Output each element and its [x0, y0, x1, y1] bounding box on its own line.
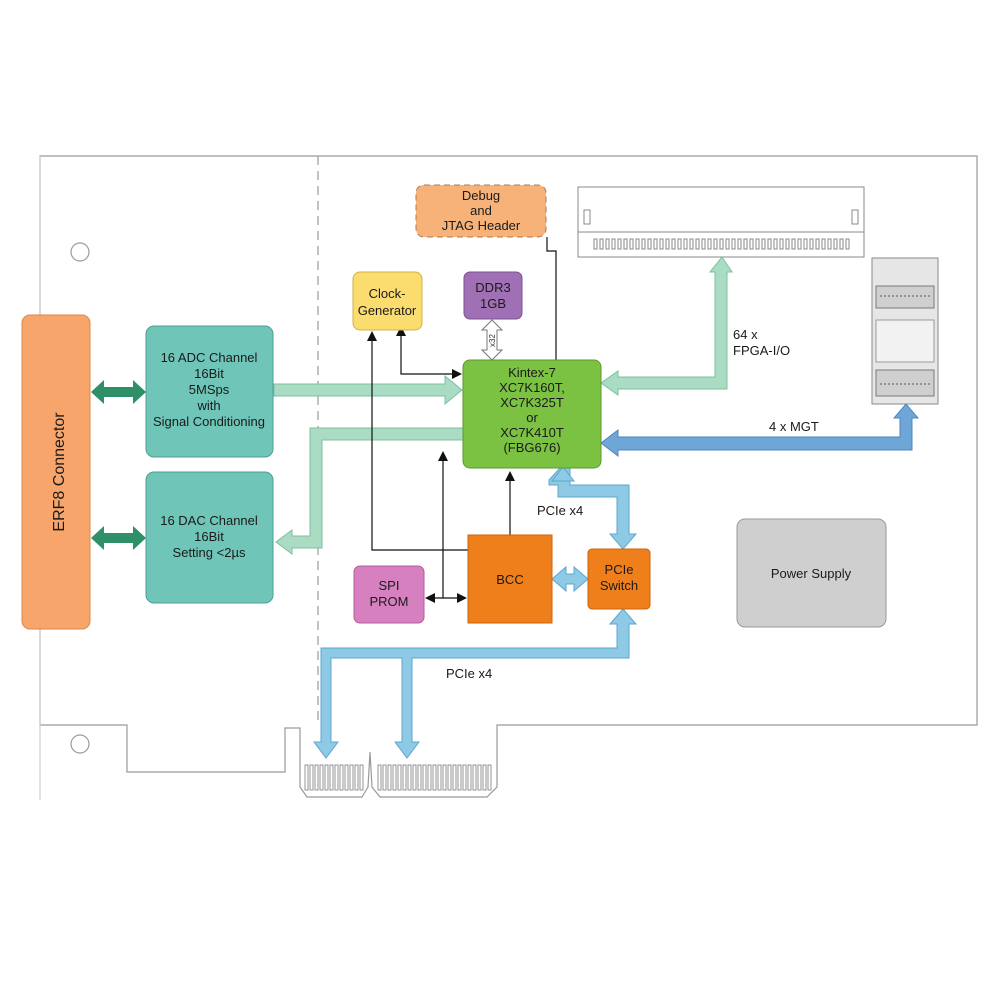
svg-text:XC7K325T: XC7K325T	[500, 395, 564, 410]
ddr3-bus-width-label: x32	[488, 334, 497, 347]
svg-text:or: or	[526, 410, 538, 425]
fpga-line-6: (FBG676)	[503, 440, 560, 455]
erf8-connector-label: ERF8 Connector	[51, 412, 68, 532]
svg-text:JTAG Header: JTAG Header	[442, 218, 521, 233]
debug-line-1: Debug	[462, 188, 500, 203]
clock-generator: Clock- Generator	[352, 271, 423, 331]
pcie-edge-bus	[313, 608, 638, 759]
svg-text:XC7K410T: XC7K410T	[500, 425, 564, 440]
svg-text:SPI: SPI	[379, 578, 400, 593]
svg-text:16Bit: 16Bit	[194, 366, 224, 381]
adc-to-fpga-bus	[273, 374, 463, 406]
ddr3-line-2: 1GB	[480, 296, 506, 311]
ddr3-fpga-link: x32	[480, 319, 504, 361]
svg-text:and: and	[470, 203, 492, 218]
svg-text:16Bit: 16Bit	[194, 529, 224, 544]
svg-text:with: with	[196, 398, 220, 413]
spi-line-1: SPI	[379, 578, 400, 593]
svg-text:16 DAC Channel: 16 DAC Channel	[160, 513, 258, 528]
fpga-line-5: XC7K410T	[500, 425, 564, 440]
pcie-switch-block: PCIe Switch	[587, 548, 651, 610]
svg-text:PCIe: PCIe	[605, 562, 634, 577]
erf8-connector: ERF8 Connector	[21, 314, 91, 630]
fpga-line-1: Kintex-7	[508, 365, 556, 380]
svg-text:16 ADC Channel: 16 ADC Channel	[161, 350, 258, 365]
svg-text:Kintex-7: Kintex-7	[508, 365, 556, 380]
mgt-label: 4 x MGT	[769, 419, 819, 434]
bcc-label: BCC	[496, 572, 523, 587]
fpga-block: Kintex-7 XC7K160T, XC7K325T or XC7K410T …	[462, 359, 602, 469]
svg-text:DDR3: DDR3	[475, 280, 510, 295]
svg-text:5MSps: 5MSps	[189, 382, 230, 397]
svg-text:Switch: Switch	[600, 578, 638, 593]
power-supply-label: Power Supply	[771, 566, 852, 581]
dac-line-1: 16 DAC Channel	[160, 513, 258, 528]
dac-line-3: Setting <2µs	[173, 545, 246, 560]
clock-line-2: Generator	[358, 303, 417, 318]
adc-line-2: 16Bit	[194, 366, 224, 381]
adc-line-4: with	[196, 398, 220, 413]
arrowheads	[367, 326, 515, 603]
spi-prom-block: SPI PROM	[353, 565, 425, 624]
svg-text:PROM: PROM	[370, 594, 409, 609]
debug-line-2: and	[470, 203, 492, 218]
svg-text:1GB: 1GB	[480, 296, 506, 311]
spi-line-2: PROM	[370, 594, 409, 609]
pcie-lower-label: PCIe x4	[446, 666, 492, 681]
fpga-to-dac-bus	[275, 427, 464, 555]
adc-line-1: 16 ADC Channel	[161, 350, 258, 365]
pcie-switch-line-2: Switch	[600, 578, 638, 593]
dac-line-2: 16Bit	[194, 529, 224, 544]
svg-text:Generator: Generator	[358, 303, 417, 318]
pcie-switch-line-1: PCIe	[605, 562, 634, 577]
ddr3-memory: DDR3 1GB	[463, 271, 523, 320]
fpga-line-4: or	[526, 410, 538, 425]
adc-line-5: Signal Conditioning	[153, 414, 265, 429]
fpga-io-bus	[600, 256, 733, 396]
svg-text:Clock-: Clock-	[369, 286, 406, 301]
ddr3-line-1: DDR3	[475, 280, 510, 295]
svg-text:FPGA-I/O: FPGA-I/O	[733, 343, 790, 358]
fpga-io-label-2: FPGA-I/O	[733, 343, 790, 358]
svg-text:(FBG676): (FBG676)	[503, 440, 560, 455]
power-supply-block: Power Supply	[736, 518, 887, 628]
adc-block: 16 ADC Channel 16Bit 5MSps with Signal C…	[145, 325, 274, 458]
fpga-io-label-1: 64 x	[733, 327, 758, 342]
svg-text:Setting <2µs: Setting <2µs	[173, 545, 246, 560]
erf8-dac-arrow	[91, 526, 146, 550]
fpga-pcie-switch-bus	[548, 466, 638, 550]
svg-text:Signal Conditioning: Signal Conditioning	[153, 414, 265, 429]
control-signal-lines	[371, 237, 557, 599]
pcie-edge-fingers	[304, 764, 492, 791]
debug-line-3: JTAG Header	[442, 218, 521, 233]
debug-jtag-header: Debug and JTAG Header	[415, 184, 547, 238]
fpga-line-3: XC7K325T	[500, 395, 564, 410]
svg-text:XC7K160T,: XC7K160T,	[499, 380, 565, 395]
mgt-cage-connector	[871, 257, 939, 405]
pcie-upper-label: PCIe x4	[537, 503, 583, 518]
fpga-io-header-connector	[577, 186, 865, 258]
bcc-block: BCC	[467, 534, 553, 624]
erf8-adc-arrow	[91, 380, 146, 404]
clock-line-1: Clock-	[369, 286, 406, 301]
adc-line-3: 5MSps	[189, 382, 230, 397]
fpga-line-2: XC7K160T,	[499, 380, 565, 395]
mgt-bus	[600, 403, 920, 458]
svg-text:64 x: 64 x	[733, 327, 758, 342]
bcc-pcie-switch-link	[551, 565, 589, 593]
svg-text:Debug: Debug	[462, 188, 500, 203]
dac-block: 16 DAC Channel 16Bit Setting <2µs	[145, 471, 274, 604]
